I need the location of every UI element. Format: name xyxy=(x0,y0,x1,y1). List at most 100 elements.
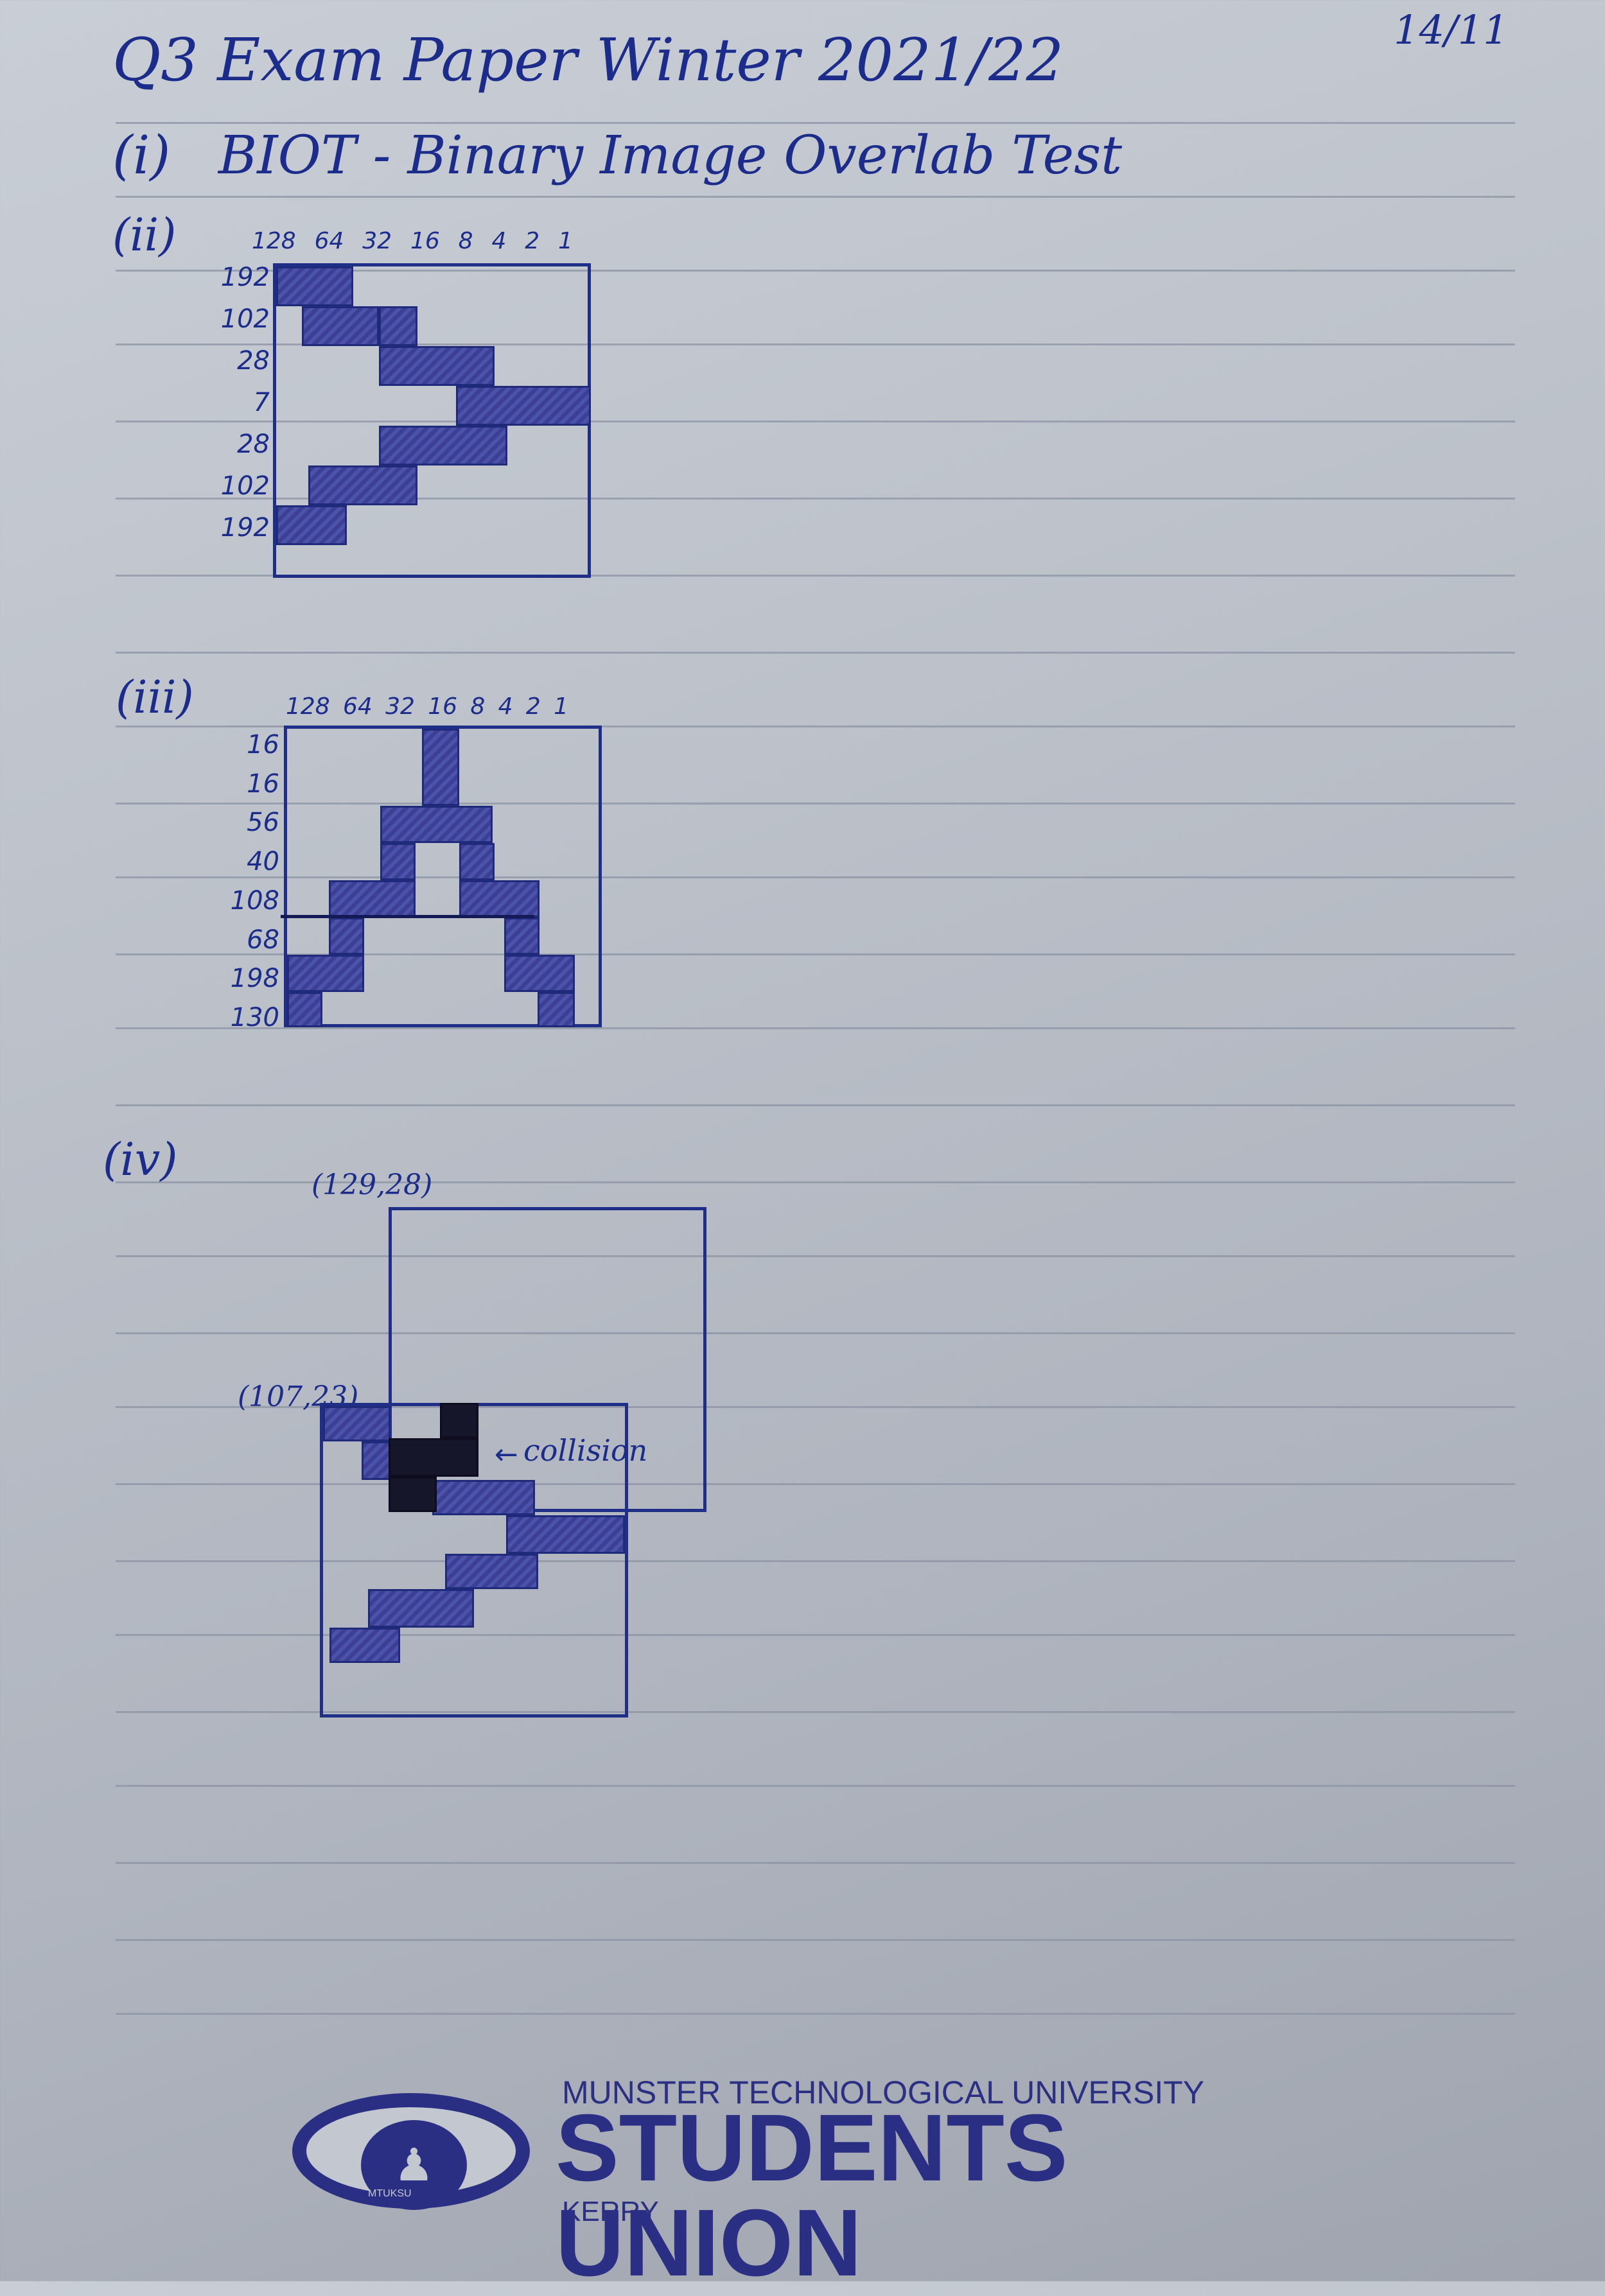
union-name: STUDENTS UNION xyxy=(556,2095,1068,2296)
filled-pixel xyxy=(329,880,416,918)
column-bit: 32 xyxy=(362,228,392,254)
filled-pixel xyxy=(287,955,364,992)
ruled-line xyxy=(116,1560,1515,1562)
row-value: 108 xyxy=(230,885,279,916)
filled-pixel xyxy=(506,1515,625,1554)
ruled-line xyxy=(116,1939,1515,1941)
row-value: 192 xyxy=(220,263,270,292)
filled-pixel xyxy=(368,1589,474,1628)
collision-pixel xyxy=(440,1403,478,1438)
row-value: 28 xyxy=(237,346,270,376)
filled-pixel xyxy=(379,426,507,465)
filled-pixel xyxy=(538,992,575,1027)
part-ii-grid xyxy=(273,263,591,578)
part-ii-label: (ii) xyxy=(112,209,177,261)
row-value: 130 xyxy=(230,1002,279,1032)
column-bit: 2 xyxy=(525,693,541,720)
top-box-coord: (129,28) xyxy=(311,1169,433,1201)
filled-pixel xyxy=(308,465,417,505)
filled-pixel xyxy=(362,1441,390,1480)
filled-pixel xyxy=(380,806,493,843)
ruled-line xyxy=(116,803,1515,804)
filled-pixel xyxy=(329,918,364,955)
overlap-box-bottom xyxy=(320,1403,628,1718)
ruled-line xyxy=(116,1027,1515,1029)
column-bit: 64 xyxy=(314,228,344,254)
filled-pixel xyxy=(379,306,417,346)
filled-pixel xyxy=(379,346,495,386)
filled-pixel xyxy=(287,992,322,1027)
row-value: 7 xyxy=(253,388,270,417)
part-iv-label: (iv) xyxy=(103,1133,178,1186)
row-value: 40 xyxy=(247,847,279,877)
students-union-logo: ♟ MTUKSU xyxy=(292,2093,530,2210)
row-value: 198 xyxy=(230,964,279,994)
ruled-line xyxy=(116,498,1515,500)
filled-pixel xyxy=(302,306,379,346)
page-title: Q3 Exam Paper Winter 2021/22 xyxy=(112,26,1064,94)
collision-pixel xyxy=(389,1477,437,1512)
row-value: 102 xyxy=(220,471,270,501)
page-date: 14/11 xyxy=(1394,6,1509,53)
part-i-text: BIOT - Binary Image Overlab Test xyxy=(218,125,1123,186)
row-value: 192 xyxy=(220,513,270,543)
row-value: 28 xyxy=(237,430,270,459)
column-bit: 1 xyxy=(558,228,573,254)
filled-pixel xyxy=(456,386,591,426)
ruled-line xyxy=(116,1711,1515,1713)
collision-arrow-icon: ← xyxy=(495,1438,518,1471)
ruled-line xyxy=(116,575,1515,577)
ruled-line xyxy=(116,726,1515,727)
column-bit: 64 xyxy=(343,693,373,720)
ruled-line xyxy=(116,421,1515,422)
ruled-line xyxy=(116,1862,1515,1864)
filled-pixel xyxy=(504,918,539,955)
part-iii-grid xyxy=(281,726,602,1027)
row-value: 68 xyxy=(247,925,279,955)
ruled-line xyxy=(116,196,1515,198)
filled-pixel xyxy=(380,843,416,880)
row-value: 56 xyxy=(247,808,279,838)
ruled-line xyxy=(116,1406,1515,1408)
ruled-line xyxy=(116,1483,1515,1485)
university-name: MUNSTER TECHNOLOGICAL UNIVERSITY xyxy=(562,2074,1205,2110)
ruled-line xyxy=(116,1634,1515,1636)
collision-pixel xyxy=(389,1438,478,1477)
ruled-line xyxy=(116,122,1515,124)
filled-pixel xyxy=(445,1554,538,1589)
part-iii-row-values: 16 16 56 40 108 68 198 130 xyxy=(206,732,279,1031)
part-ii-row-values: 192 102 28 7 28 102 192 xyxy=(186,265,270,541)
ruled-line xyxy=(116,1785,1515,1787)
logo-text: MTUKSU xyxy=(368,2188,412,2199)
column-bit: 32 xyxy=(385,693,415,720)
ruled-line xyxy=(116,876,1515,878)
overlap-box-top xyxy=(389,1207,706,1512)
filled-pixel xyxy=(432,1480,535,1515)
part-i-label: (i) xyxy=(112,125,171,186)
ruled-line xyxy=(116,344,1515,345)
filled-pixel xyxy=(276,505,347,545)
filled-pixel xyxy=(504,955,575,992)
campus-name: KERRY xyxy=(562,2196,659,2227)
ruled-line xyxy=(116,1332,1515,1334)
part-iii-label: (iii) xyxy=(116,671,194,724)
ruled-line xyxy=(116,652,1515,654)
part-iii-column-bits: 128 64 32 16 8 4 2 1 xyxy=(286,693,568,720)
filled-pixel xyxy=(329,1628,400,1663)
ruled-line xyxy=(116,953,1515,955)
column-bit: 8 xyxy=(470,693,486,720)
row-value: 16 xyxy=(247,730,279,760)
collision-label: collision xyxy=(523,1433,648,1468)
column-bit: 1 xyxy=(554,693,568,720)
footer-branding: ♟ MTUKSU MUNSTER TECHNOLOGICAL UNIVERSIT… xyxy=(283,2074,1374,2291)
row-value: 102 xyxy=(220,304,270,334)
filled-pixel xyxy=(459,843,495,880)
column-bit: 4 xyxy=(498,693,513,720)
column-bit: 128 xyxy=(252,228,296,254)
column-bit: 16 xyxy=(428,693,458,720)
divider-stroke xyxy=(281,915,534,918)
ruled-line xyxy=(116,1181,1515,1183)
ruled-line xyxy=(116,270,1515,272)
filled-pixel xyxy=(323,1406,390,1441)
